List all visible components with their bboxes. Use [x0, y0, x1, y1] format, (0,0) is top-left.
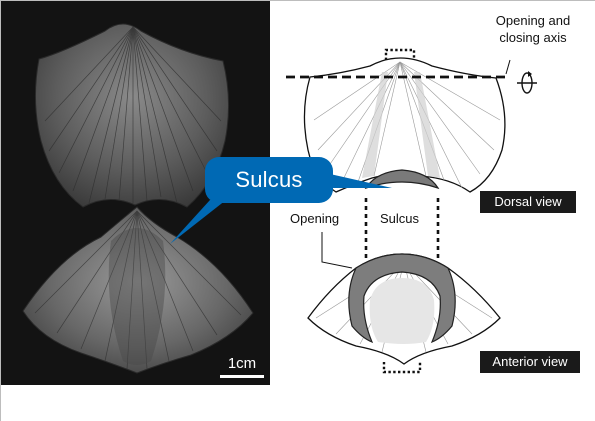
opening-axis-label: Opening and closing axis	[478, 12, 588, 46]
dorsal-view-badge: Dorsal view	[480, 191, 576, 213]
axis-pointer-line	[506, 60, 510, 74]
scale-bar	[220, 375, 264, 378]
sulcus-callout-pointers	[170, 170, 400, 250]
anterior-view-badge: Anterior view	[480, 351, 580, 373]
scale-label: 1cm	[220, 355, 264, 372]
rotation-icon	[517, 71, 537, 93]
sulcus-label: Sulcus	[380, 211, 419, 226]
callout-pointer-photo	[170, 200, 226, 244]
anterior-sulcus-shade	[370, 278, 435, 344]
callout-pointer-diagram	[330, 174, 392, 188]
opening-label: Opening	[290, 211, 339, 226]
anterior-dotted-bump	[384, 362, 420, 372]
